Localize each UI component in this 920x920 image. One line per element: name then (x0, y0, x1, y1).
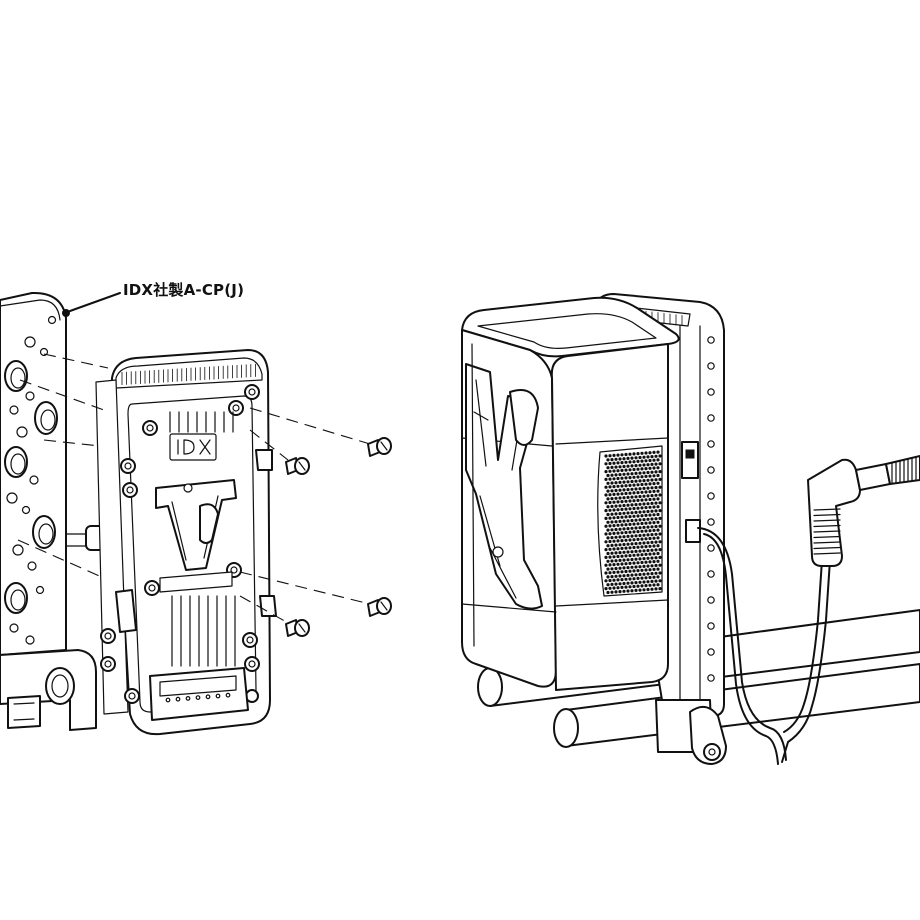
callout-leader-line (62, 292, 121, 317)
screw-icon (285, 457, 310, 475)
v-mount-battery-plate-icon (95, 349, 277, 736)
callout-label-idx-a-cp: IDX社製A-CP(J) (123, 281, 245, 299)
screw-icon (285, 619, 310, 637)
v-mount-battery-icon (461, 296, 680, 691)
screw-icon (367, 437, 392, 457)
rig-mounting-plate-icon (0, 291, 105, 731)
right-angle-dc-cable-icon (697, 455, 920, 765)
assembly-guide-lines (17, 353, 371, 625)
screw-icon (367, 597, 392, 617)
